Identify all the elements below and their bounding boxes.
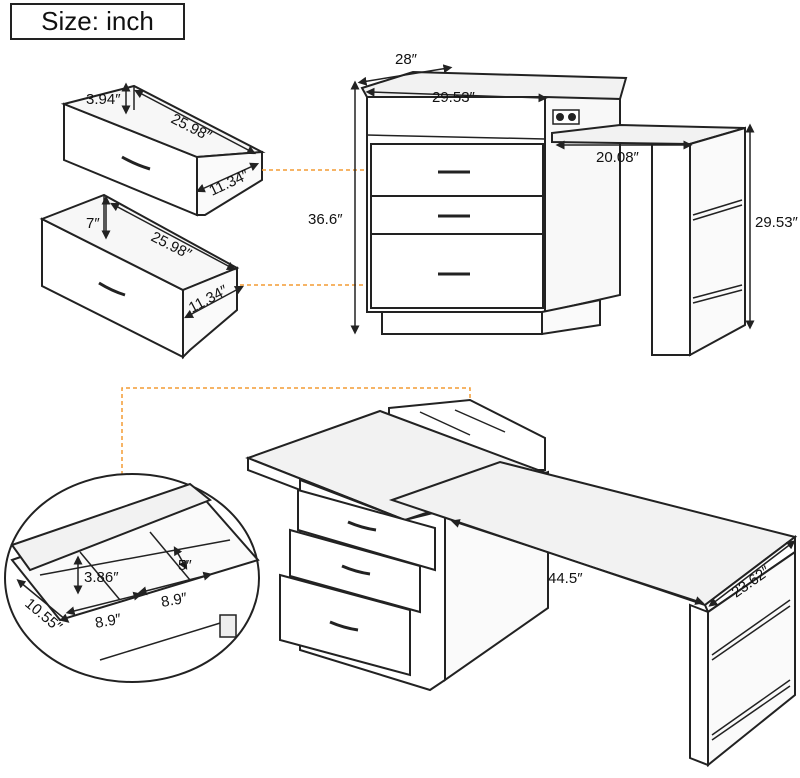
compartment-height-label: 3.86″	[84, 569, 119, 586]
tray-detail-illustration: 3.86″ 5″ 10.55″ 8.9″ 8.9″	[4, 473, 260, 683]
large-drawer-height-label: 7″	[86, 215, 100, 232]
desk-length-label: 44.5″	[548, 570, 583, 587]
small-drawer-height-label: 3.94″	[86, 91, 121, 108]
cabinet-illustration	[360, 70, 628, 336]
desk-assembly-illustration	[245, 398, 798, 768]
compartment-width-label: 5″	[178, 557, 192, 574]
top-depth-label: 28″	[395, 51, 418, 68]
drawer-handle-icon	[121, 155, 151, 171]
size-label-box: Size: inch	[10, 3, 185, 40]
drawer-handle-icon	[347, 520, 377, 532]
compartment-right-label: 8.9″	[160, 590, 189, 611]
size-label: Size: inch	[41, 6, 154, 36]
extension-width-label: 20.08″	[596, 149, 640, 166]
extension-height-label: 29.53″	[755, 214, 799, 231]
drawer-handle-icon	[341, 564, 371, 576]
cabinet-height-label: 36.6″	[308, 211, 343, 228]
drawer-handle-icon	[98, 281, 126, 297]
extension-shelf-illustration	[551, 123, 746, 357]
drawer-handle-icon	[329, 620, 359, 632]
top-width-label: 29.53″	[432, 89, 476, 106]
compartment-left-label: 8.9″	[94, 611, 123, 632]
